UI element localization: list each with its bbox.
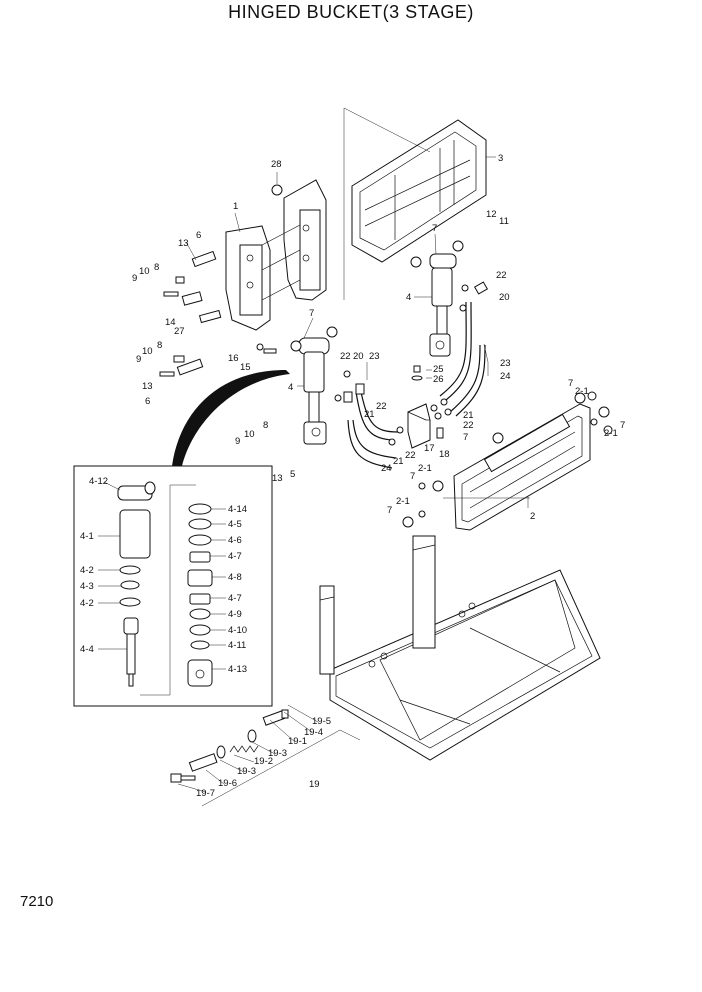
callout-19-4: 19-4	[304, 727, 323, 738]
callout-7-right1: 7	[568, 378, 573, 389]
carriage-frame-drawing	[402, 391, 613, 531]
cylinder-detail-drawing	[73, 370, 290, 707]
callout-5: 5	[290, 469, 295, 480]
callout-6-top: 6	[196, 230, 201, 241]
callout-28: 28	[271, 159, 282, 170]
callout-1: 1	[233, 201, 238, 212]
callout-12: 12	[486, 209, 497, 220]
callout-22-a: 22	[340, 351, 351, 362]
callout-7-left1: 7	[410, 471, 415, 482]
callout-7-top: 7	[432, 223, 437, 234]
callout-18: 18	[439, 449, 450, 460]
callout-22-b: 22	[376, 401, 387, 412]
callout-2: 2	[530, 511, 535, 522]
page-number: 7210	[20, 893, 54, 910]
cylinder-left-drawing	[290, 317, 338, 445]
callout-19: 19	[309, 779, 320, 790]
callout-10-b: 10	[142, 346, 153, 357]
detail-label-4-5: 4-5	[228, 519, 242, 530]
detail-labels: 4-12 4-1 4-2 4-3 4-2 4-4 4-14 4-5 4-6 4-…	[80, 476, 247, 675]
callout-19-1: 19-1	[288, 736, 307, 747]
detail-label-4-3: 4-3	[80, 581, 94, 592]
main-frame-drawing	[225, 172, 327, 331]
callout-26: 26	[433, 374, 444, 385]
callout-4-left: 4	[288, 382, 293, 393]
callout-19-5: 19-5	[312, 716, 331, 727]
callout-7-carriage: 7	[463, 432, 468, 443]
callout-20-a: 20	[353, 351, 364, 362]
callout-4-right: 4	[406, 292, 411, 303]
callout-14: 14	[165, 317, 176, 328]
detail-label-4-7-b: 4-7	[228, 593, 242, 604]
callout-24-a: 24	[500, 371, 511, 382]
detail-label-4-13: 4-13	[228, 664, 247, 675]
callout-7-mid: 7	[309, 308, 314, 319]
detail-label-4-7-a: 4-7	[228, 551, 242, 562]
callout-27: 27	[174, 326, 185, 337]
callout-13-b: 13	[142, 381, 153, 392]
callout-10-a: 10	[139, 266, 150, 277]
detail-label-4-2-a: 4-2	[80, 565, 94, 576]
callout-2-1-d: 2-1	[396, 496, 410, 507]
frame-hardware-drawing	[159, 241, 277, 377]
callout-2-1-b: 2-1	[604, 428, 618, 439]
callout-9-b: 9	[136, 354, 141, 365]
callout-7-left2: 7	[387, 505, 392, 516]
callout-22-c: 22	[496, 270, 507, 281]
callout-19-2: 19-2	[254, 756, 273, 767]
callout-3: 3	[498, 153, 503, 164]
back-plate-drawing	[343, 107, 496, 300]
detail-label-4-14: 4-14	[228, 504, 247, 515]
callout-9-c: 9	[235, 436, 240, 447]
callout-10-c: 10	[244, 429, 255, 440]
callout-21-c: 21	[393, 456, 404, 467]
detail-label-4-12: 4-12	[89, 476, 108, 487]
callout-6-bottom: 6	[145, 396, 150, 407]
detail-label-4-1: 4-1	[80, 531, 94, 542]
callout-2-1-a: 2-1	[575, 386, 589, 397]
detail-label-4-9: 4-9	[228, 609, 242, 620]
callout-21-a: 21	[364, 409, 375, 420]
callout-16: 16	[228, 353, 239, 364]
callout-labels: 1 2 3 4 4 5 6 6 7 7 7 7 7 7 7 8 8 8 9 9 …	[132, 153, 625, 799]
callout-19-7: 19-7	[196, 788, 215, 799]
hoses-drawing	[334, 281, 489, 469]
callout-8-a: 8	[154, 262, 159, 273]
callout-17: 17	[424, 443, 435, 454]
callout-11: 11	[499, 216, 509, 227]
callout-23-a: 23	[369, 351, 380, 362]
callout-25: 25	[433, 364, 444, 375]
detail-label-4-4: 4-4	[80, 644, 94, 655]
callout-21-b: 21	[463, 410, 474, 421]
callout-9-a: 9	[132, 273, 137, 284]
callout-19-3-b: 19-3	[237, 766, 256, 777]
callout-19-3-a: 19-3	[268, 748, 287, 759]
detail-label-4-11: 4-11	[228, 640, 246, 651]
callout-24-b: 24	[381, 463, 392, 474]
callout-13-c: 13	[272, 473, 283, 484]
callout-19-6: 19-6	[218, 778, 237, 789]
detail-label-4-10: 4-10	[228, 625, 247, 636]
callout-22-d: 22	[463, 420, 474, 431]
cylinder-right-drawing	[410, 233, 464, 357]
callout-13-a: 13	[178, 238, 189, 249]
callout-8-b: 8	[157, 340, 162, 351]
diagram-title: HINGED BUCKET(3 STAGE)	[228, 2, 474, 22]
callout-8-c: 8	[263, 420, 268, 431]
bucket-pin-hardware-drawing	[170, 704, 361, 807]
detail-label-4-6: 4-6	[228, 535, 242, 546]
callout-7-right2: 7	[620, 420, 625, 431]
callout-20-b: 20	[499, 292, 510, 303]
bucket-drawing	[319, 535, 601, 761]
detail-label-4-2-b: 4-2	[80, 598, 94, 609]
callout-23-b: 23	[500, 358, 511, 369]
detail-label-4-8: 4-8	[228, 572, 242, 583]
valve-block-drawing	[388, 365, 452, 449]
callout-2-1-c: 2-1	[418, 463, 432, 474]
callout-22-e: 22	[405, 450, 416, 461]
callout-15: 15	[240, 362, 251, 373]
